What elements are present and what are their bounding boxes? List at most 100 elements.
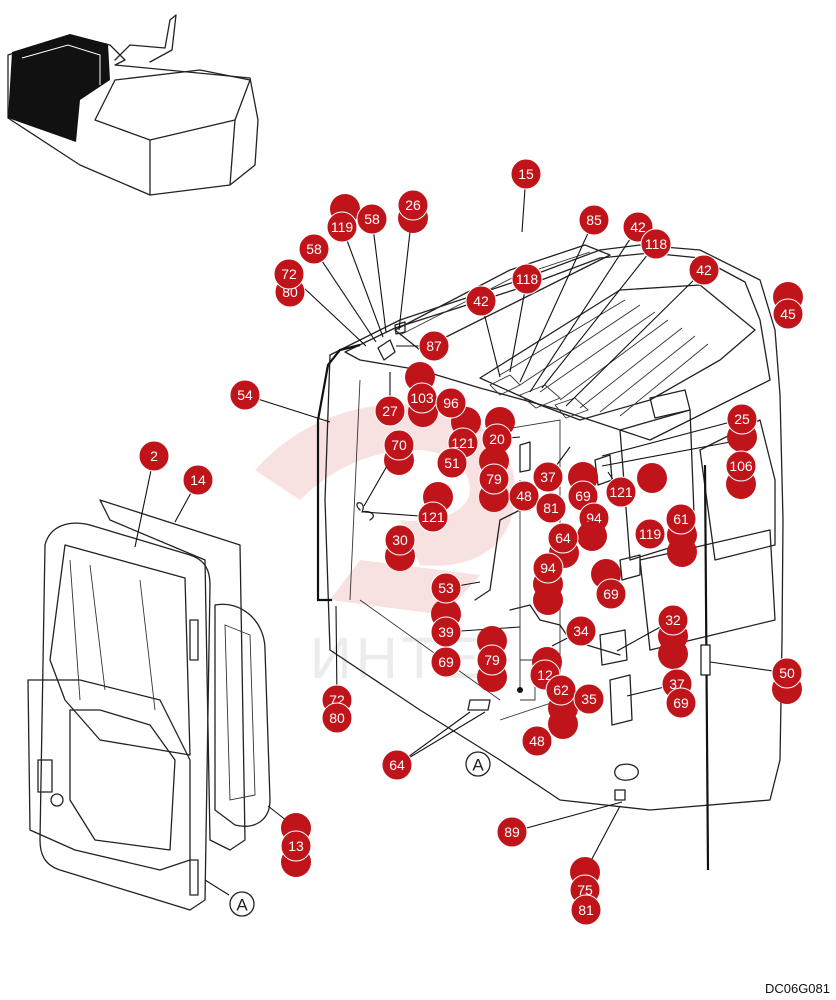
svg-text:48: 48 [516, 488, 532, 504]
callout-badge: 13 [280, 830, 312, 862]
callout-badge: 53 [430, 572, 462, 604]
svg-text:42: 42 [473, 293, 489, 309]
svg-text:13: 13 [288, 838, 304, 854]
callout-badge: 72 [273, 258, 305, 290]
svg-text:81: 81 [578, 902, 594, 918]
svg-text:118: 118 [645, 236, 668, 252]
cab-assembly [316, 244, 784, 871]
svg-text:A: A [236, 896, 248, 915]
svg-text:94: 94 [540, 560, 556, 576]
callout-badge: 118 [511, 263, 543, 295]
callout-badge: 30 [384, 524, 416, 556]
svg-text:54: 54 [237, 387, 253, 403]
svg-text:118: 118 [516, 271, 539, 287]
callout-badge: 69 [595, 578, 627, 610]
part-callouts: 15 85 42 118 42 118 42 26 58 119 58 80 7… [138, 158, 804, 926]
callout-badge: 89 [496, 816, 528, 848]
callout-badge: 45 [772, 298, 804, 330]
callout-badge: 106 [725, 450, 757, 482]
callout-badge: 58 [298, 233, 330, 265]
svg-text:69: 69 [603, 586, 619, 602]
svg-text:96: 96 [443, 395, 459, 411]
callout-badge: 50 [771, 657, 803, 689]
callout-badge: 39 [430, 616, 462, 648]
svg-text:80: 80 [329, 710, 345, 726]
callout-badge: 96 [435, 387, 467, 419]
callout-badge: 42 [688, 254, 720, 286]
callout-badge: 81 [570, 894, 602, 926]
callout-badge: 87 [418, 330, 450, 362]
callout-badge: 119 [634, 518, 666, 550]
callout-badge: 48 [508, 480, 540, 512]
svg-text:58: 58 [306, 241, 322, 257]
svg-text:121: 121 [451, 435, 475, 451]
svg-text:61: 61 [673, 511, 689, 527]
callout-badge: 121 [605, 476, 637, 508]
callout-badge: 37 [532, 461, 564, 493]
svg-text:34: 34 [573, 623, 589, 639]
svg-text:119: 119 [331, 219, 354, 235]
svg-text:64: 64 [389, 757, 405, 773]
svg-text:85: 85 [586, 212, 602, 228]
svg-text:A: A [472, 756, 484, 775]
svg-text:12: 12 [537, 667, 553, 683]
svg-text:2: 2 [150, 448, 158, 464]
svg-text:62: 62 [553, 682, 569, 698]
callout-badge: 81 [535, 492, 567, 524]
svg-text:121: 121 [421, 509, 445, 525]
callout-badge: 80 [321, 702, 353, 734]
callout-badge: 61 [665, 503, 697, 535]
svg-text:75: 75 [577, 882, 593, 898]
svg-text:69: 69 [575, 488, 591, 504]
svg-text:50: 50 [779, 665, 795, 681]
svg-text:25: 25 [734, 411, 750, 427]
svg-text:69: 69 [673, 695, 689, 711]
svg-text:14: 14 [190, 472, 206, 488]
svg-text:79: 79 [486, 471, 502, 487]
callout-badge: 118 [640, 228, 672, 260]
svg-text:39: 39 [438, 624, 454, 640]
svg-text:48: 48 [529, 733, 545, 749]
callout-badge: 119 [326, 211, 358, 243]
callout-badge: 42 [465, 285, 497, 317]
callout-badge: 54 [229, 379, 261, 411]
callout-badge: 14 [182, 464, 214, 496]
callout-badge: 79 [476, 644, 508, 676]
svg-text:81: 81 [543, 500, 559, 516]
svg-text:35: 35 [581, 691, 597, 707]
callout-badge: 58 [356, 203, 388, 235]
drawing-code: DC06G081 [764, 981, 830, 996]
callout-badge: 64 [381, 749, 413, 781]
callout-badge: 94 [532, 552, 564, 584]
svg-text:30: 30 [392, 532, 408, 548]
callout-badge: 35 [573, 683, 605, 715]
callout-badge: 64 [547, 522, 579, 554]
svg-text:103: 103 [410, 390, 434, 406]
svg-text:51: 51 [444, 455, 460, 471]
callout-badge: 69 [665, 687, 697, 719]
svg-text:58: 58 [364, 211, 380, 227]
callout-badge: 15 [510, 158, 542, 190]
svg-text:121: 121 [609, 484, 633, 500]
callout-badge: 25 [726, 403, 758, 435]
svg-text:15: 15 [518, 166, 534, 182]
callout-badge: 62 [545, 674, 577, 706]
view-marker-a: A [465, 751, 491, 777]
svg-text:32: 32 [665, 612, 681, 628]
svg-text:26: 26 [405, 197, 421, 213]
callout-badge: 26 [397, 189, 429, 221]
svg-text:27: 27 [382, 403, 398, 419]
svg-text:42: 42 [696, 262, 712, 278]
svg-text:64: 64 [555, 530, 571, 546]
svg-text:72: 72 [281, 266, 297, 282]
callout-badge: 121 [417, 501, 449, 533]
svg-text:119: 119 [639, 526, 662, 542]
svg-text:37: 37 [540, 469, 556, 485]
svg-text:42: 42 [630, 219, 646, 235]
view-marker-a: A [229, 891, 255, 917]
svg-text:87: 87 [426, 338, 442, 354]
callout-badge: 32 [657, 604, 689, 636]
svg-text:53: 53 [438, 580, 454, 596]
machine-overview-thumbnail [7, 14, 259, 196]
